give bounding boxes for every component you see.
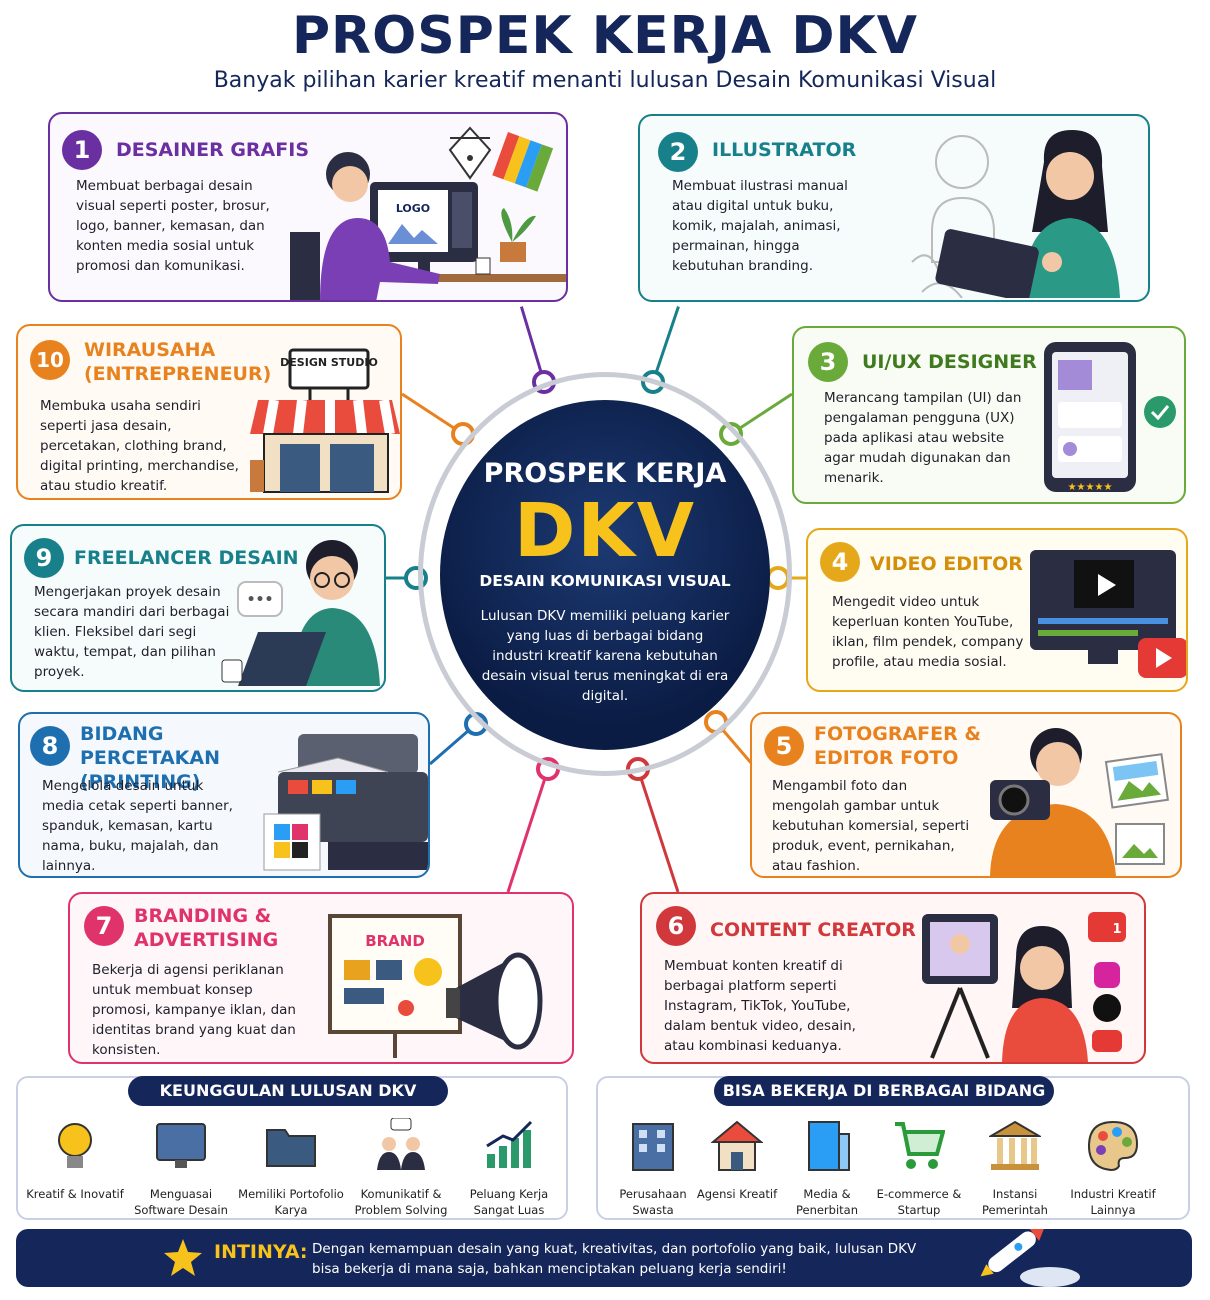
- field-label: Perusahaan Swasta: [619, 1187, 687, 1217]
- card-desc: Merancang tampilan (UI) dan pengalaman p…: [824, 390, 1022, 486]
- card-desc: Membuat berbagai desain visual seperti p…: [76, 178, 270, 274]
- brand-board-text: BRAND: [365, 932, 425, 950]
- card-number: 2: [658, 132, 698, 172]
- card-title: VIDEO EDITOR: [870, 553, 1023, 575]
- rating-stars: ★★★★★: [1068, 482, 1113, 493]
- logo-text: LOGO: [396, 202, 430, 215]
- graphic-designer-illustration: LOGO: [290, 126, 566, 300]
- design-studio-illustration: DESIGN STUDIO: [250, 348, 400, 493]
- footer-banner: INTINYA: Dengan kemampuan desain yang ku…: [16, 1229, 1192, 1287]
- card-title: BRANDING & ADVERTISING: [134, 905, 279, 951]
- career-card-9: 9 FREELANCER DESAIN Mengerjakan proyek d…: [10, 524, 386, 692]
- office-building-icon: [632, 1123, 674, 1171]
- card-number: 7: [84, 906, 124, 946]
- card-desc: Bekerja di agensi periklanan untuk membu…: [92, 962, 296, 1058]
- studio-sign-text: DESIGN STUDIO: [280, 356, 378, 369]
- career-card-10: 10 WIRAUSAHA (ENTREPRENEUR) Membuka usah…: [16, 324, 402, 500]
- center-line1: PROSPEK KERJA: [483, 458, 727, 489]
- career-card-6: 6 CONTENT CREATOR Membuat konten kreatif…: [640, 892, 1146, 1064]
- footer-key: INTINYA:: [214, 1241, 308, 1263]
- career-card-3: 3 UI/UX DESIGNER Merancang tampilan (UI)…: [792, 326, 1186, 504]
- freelancer-illustration: •••: [221, 540, 380, 686]
- career-card-2: 2 ILLUSTRATOR Membuat ilustrasi manual a…: [638, 114, 1150, 302]
- card-number: 5: [764, 726, 804, 766]
- media-building-icon: [808, 1121, 850, 1171]
- career-card-7: 7 BRANDING & ADVERTISING Bekerja di agen…: [68, 892, 574, 1064]
- illustrator-illustration: [911, 130, 1120, 298]
- card-title: UI/UX DESIGNER: [862, 351, 1037, 373]
- palette-icon: [1087, 1120, 1139, 1172]
- advantages-panel: KEUNGGULAN LULUSAN DKV Kreatif & Inovati…: [16, 1076, 568, 1220]
- career-card-4: 4 VIDEO EDITOR Mengedit video untuk kepe…: [806, 528, 1188, 692]
- center-ring: [418, 372, 792, 776]
- card-title: DESAINER GRAFIS: [116, 139, 309, 161]
- card-number: 10: [30, 340, 70, 380]
- field-label: Media & Penerbitan: [795, 1187, 859, 1217]
- page-title: PROSPEK KERJA DKV: [291, 6, 919, 66]
- rocket-icon: [980, 1229, 1080, 1287]
- card-number: 1: [62, 130, 102, 170]
- card-title: FOTOGRAFER & EDITOR FOTO: [814, 723, 981, 769]
- agency-house-icon: [711, 1120, 763, 1171]
- branding-board-illustration: BRAND: [328, 914, 543, 1058]
- advantage-label: Kreatif & Inovatif: [26, 1187, 124, 1201]
- card-title: WIRAUSAHA (ENTREPRENEUR): [84, 339, 272, 385]
- content-creator-illustration: 1: [922, 912, 1126, 1062]
- people-chat-icon: [377, 1118, 425, 1170]
- folder-icon: [266, 1129, 316, 1167]
- center-line2: DKV: [513, 488, 697, 574]
- advantage-label: Menguasai Software Desain: [134, 1187, 228, 1217]
- card-desc: Mengelola desain untuk media cetak seper…: [42, 778, 233, 874]
- card-title: FREELANCER DESAIN: [74, 547, 299, 569]
- center-line3: DESAIN KOMUNIKASI VISUAL: [479, 572, 731, 590]
- card-desc: Mengerjakan proyek desain secara mandiri…: [34, 584, 230, 680]
- monitor-design-icon: [156, 1123, 206, 1168]
- footer-text: Dengan kemampuan desain yang kuat, kreat…: [312, 1241, 917, 1277]
- shopping-cart-icon: [895, 1122, 945, 1169]
- card-desc: Membuat ilustrasi manual atau digital un…: [672, 178, 848, 274]
- card-number: 3: [808, 342, 848, 382]
- photographer-illustration: [990, 728, 1169, 876]
- uiux-phone-illustration: ★★★★★: [1044, 342, 1176, 493]
- advantage-label: Memiliki Portofolio Karya: [238, 1187, 344, 1217]
- field-label: Instansi Pemerintah: [982, 1187, 1048, 1217]
- card-title: BIDANG PERCETAKAN (PRINTING): [80, 723, 220, 793]
- card-number: 8: [30, 726, 70, 766]
- field-label: E-commerce & Startup: [876, 1187, 962, 1217]
- government-building-icon: [989, 1120, 1041, 1170]
- chat-bubble-text: •••: [247, 592, 274, 608]
- card-desc: Membuka usaha sendiri seperti jasa desai…: [40, 398, 239, 494]
- field-label: Industri Kreatif Lainnya: [1070, 1187, 1156, 1217]
- printer-illustration: [263, 734, 428, 871]
- card-desc: Mengedit video untuk keperluan konten Yo…: [832, 594, 1024, 670]
- card-number: 6: [656, 906, 696, 946]
- fields-title: BISA BEKERJA DI BERBAGAI BIDANG: [714, 1076, 1054, 1106]
- video-editor-illustration: [1030, 550, 1186, 678]
- card-title: CONTENT CREATOR: [710, 919, 916, 941]
- fields-panel: BISA BEKERJA DI BERBAGAI BIDANG Perusaha…: [596, 1076, 1190, 1220]
- like-count: 1: [1112, 922, 1121, 937]
- page-subtitle: Banyak pilihan karier kreatif menanti lu…: [213, 68, 997, 93]
- star-icon: [164, 1239, 202, 1276]
- card-number: 4: [820, 542, 860, 582]
- advantages-title: KEUNGGULAN LULUSAN DKV: [128, 1076, 448, 1106]
- card-title: ILLUSTRATOR: [712, 139, 857, 161]
- field-label: Agensi Kreatif: [696, 1187, 778, 1201]
- center-desc: Lulusan DKV memiliki peluang karier yang…: [480, 608, 730, 704]
- lightbulb-icon: [58, 1123, 92, 1168]
- advantage-label: Komunikatif & Problem Solving: [354, 1187, 448, 1217]
- advantage-label: Peluang Kerja Sangat Luas: [469, 1187, 549, 1217]
- card-desc: Membuat konten kreatif di berbagai platf…: [664, 958, 856, 1054]
- card-number: 9: [24, 538, 64, 578]
- card-desc: Mengambil foto dan mengolah gambar untuk…: [772, 778, 970, 874]
- career-card-8: 8 BIDANG PERCETAKAN (PRINTING) Mengelola…: [18, 712, 430, 878]
- growth-chart-icon: [486, 1120, 533, 1168]
- center-circle: PROSPEK KERJA DKV DESAIN KOMUNIKASI VISU…: [440, 400, 770, 750]
- career-card-5: 5 FOTOGRAFER & EDITOR FOTO Mengambil fot…: [750, 712, 1182, 878]
- career-card-1: 1 DESAINER GRAFIS Membuat berbagai desai…: [48, 112, 568, 302]
